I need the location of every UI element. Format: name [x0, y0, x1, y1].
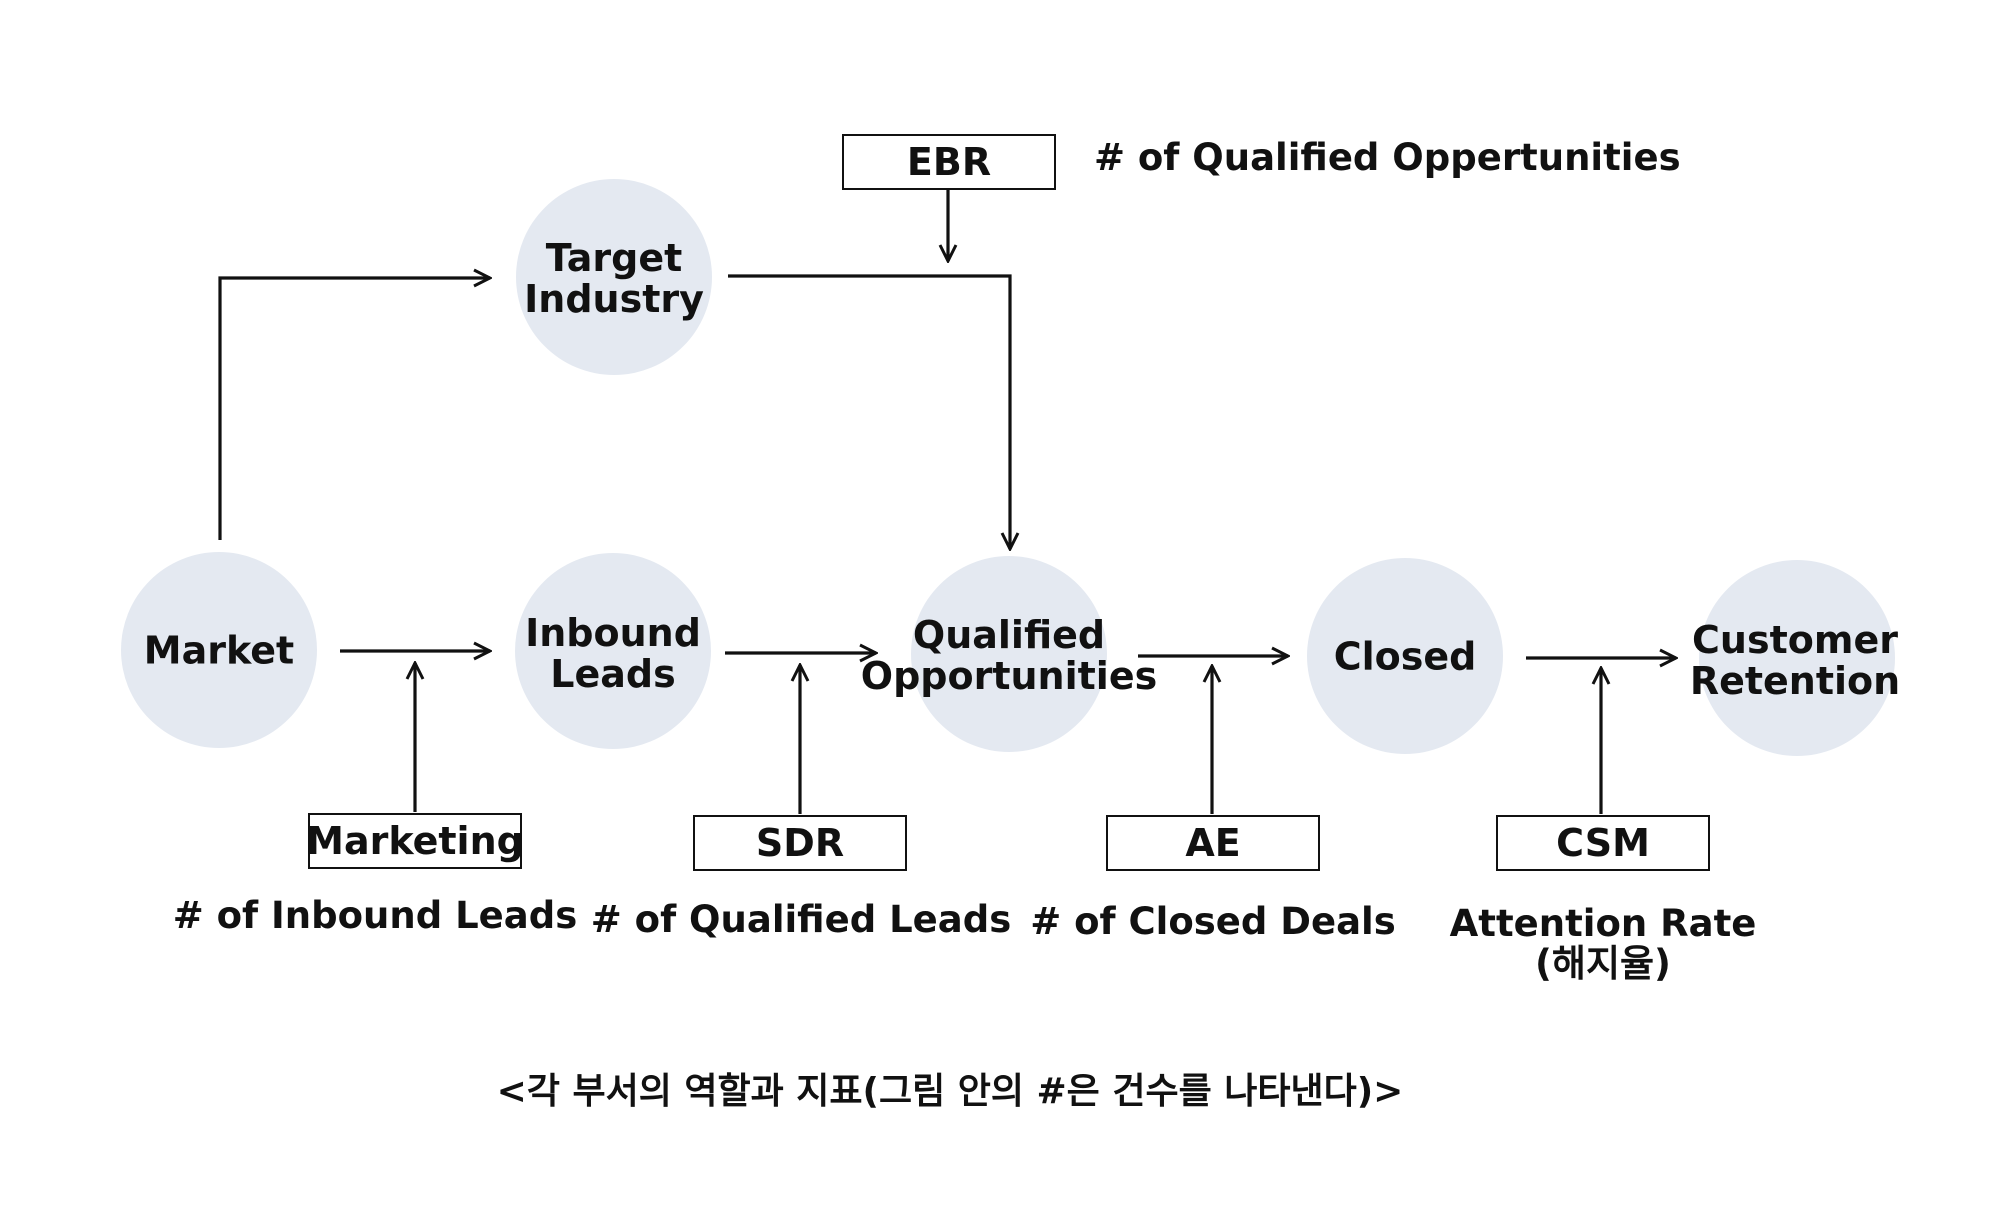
sdr-metric: # of Qualified Leads: [590, 898, 1012, 941]
target-industry-to-qualified-arrow: [728, 274, 1010, 549]
market-node: [121, 552, 317, 748]
customer-retention-node: [1699, 560, 1895, 756]
ae-metric: # of Closed Deals: [1030, 900, 1396, 943]
target-industry-label: Target Industry: [524, 236, 704, 321]
ebr-metric: # of Qualified Oppertunities: [1094, 136, 1681, 179]
qualified-opportunities-label: Qualified Opportunities: [860, 613, 1158, 698]
ae-role-box: AE: [1106, 815, 1320, 871]
qualified-opportunities-node: [911, 556, 1107, 752]
closed-node: [1307, 558, 1503, 754]
figure-caption: <각 부서의 역할과 지표(그림 안의 #은 건수를 나타낸다)>: [496, 1071, 1404, 1112]
marketing-role-box: Marketing: [306, 813, 524, 869]
inbound-leads-node: [515, 553, 711, 749]
csm-metric: Attention Rate (해지율): [1449, 902, 1757, 985]
market-to-target-industry-arrow: [218, 278, 490, 540]
target-industry-node: [516, 179, 712, 375]
csm-role-box: CSM: [1496, 815, 1710, 871]
market-label: Market: [143, 628, 295, 673]
sdr-role-box: SDR: [693, 815, 907, 871]
customer-retention-label: Customer Retention: [1689, 618, 1901, 703]
inbound-leads-label: Inbound Leads: [525, 611, 701, 696]
closed-label: Closed: [1333, 634, 1477, 679]
ebr-role-box: EBR: [842, 134, 1056, 190]
marketing-metric: # of Inbound Leads: [172, 894, 578, 937]
